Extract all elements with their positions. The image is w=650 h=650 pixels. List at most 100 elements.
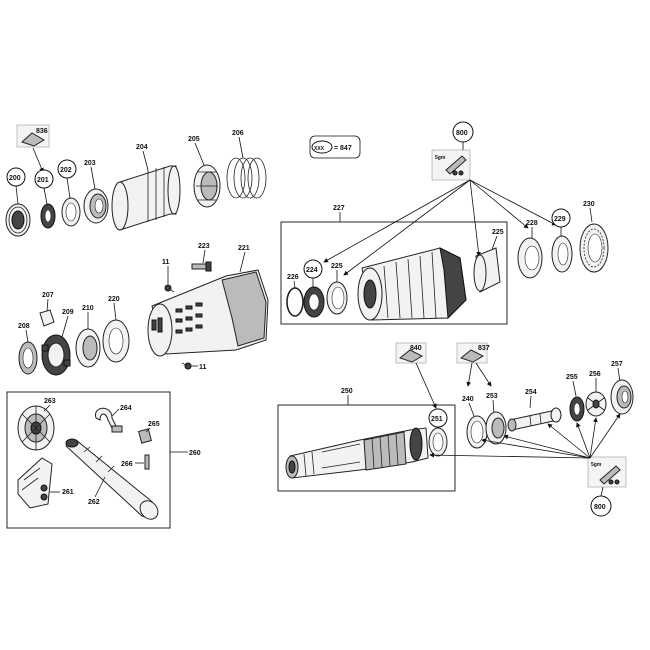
part-253-piston [485,411,507,445]
label-208: 208 [18,323,30,330]
part-228-bushing [517,237,543,279]
label-260: 260 [189,450,201,457]
part-262-handle [65,438,159,520]
label-800-top: 800 [456,130,468,137]
label-203: 203 [84,160,96,167]
callout-224: 224 [303,259,323,288]
label-253: 253 [486,393,498,400]
label-228: 228 [526,220,538,227]
label-220: 220 [108,296,120,303]
part-224-bearing [303,286,325,318]
part-266-rod [144,454,150,470]
part-263-wheel [17,405,55,451]
part-261-bracket [17,457,53,509]
label-11-top: 11 [162,259,170,266]
part-223-screw [191,261,212,272]
label-204: 204 [136,144,148,151]
label-206: 206 [232,130,244,137]
group-227-box [280,221,508,325]
label-251: 251 [431,416,443,423]
part-254-striker [507,407,562,432]
label-200: 200 [9,175,21,182]
callout-202: 202 [57,159,77,199]
label-264: 264 [120,405,132,412]
group-250-box [277,404,456,492]
label-209: 209 [62,309,74,316]
label-254: 254 [525,389,537,396]
part-255-ring [569,396,585,422]
grease-card-840: 840 [395,342,427,364]
legend-xxx-847: XXX = 847 [309,135,361,159]
label-225-right: 225 [492,229,504,236]
label-840: 840 [410,345,422,352]
label-205: 205 [188,136,200,143]
callout-201: 201 [34,169,54,205]
label-800-bottom: 800 [594,504,606,511]
part-251-ring [428,427,448,457]
part-208-ring [18,341,38,375]
callout-800-top: 800 [452,121,474,150]
callout-251: 251 [428,408,448,429]
grease-card-836: 836 [16,124,50,148]
part-204-sleeve [111,165,181,231]
label-836: 836 [36,128,48,135]
part-220-washer [102,319,130,363]
legend-placeholder: XXX [314,146,325,152]
part-256-gear [585,391,607,417]
grease-card-bottom: 5gm [587,456,627,488]
label-11-bottom: 11 [199,364,207,371]
label-225-left: 225 [331,263,343,270]
part-206-spring [226,157,267,199]
label-265: 265 [148,421,160,428]
legend-equals: = 847 [334,145,352,152]
label-202: 202 [60,167,72,174]
label-262: 262 [88,499,100,506]
label-837: 837 [478,345,490,352]
part-229-ring [551,235,573,273]
part-226-circlip [286,287,304,317]
part-210-bushing [75,328,101,368]
part-221-housing [147,269,269,357]
part-225-ring-left [326,281,348,315]
part-257-bushing [610,379,634,415]
label-224: 224 [306,267,318,274]
label-227: 227 [333,205,345,212]
group-260-box [6,391,171,529]
part-201-seal [40,203,56,229]
part-207-block [39,309,55,327]
label-240: 240 [462,396,474,403]
label-226: 226 [287,274,299,281]
part-227-gear-housing [357,247,467,321]
part-225-ring-right [473,247,501,293]
grease-amount-bottom: 5gm [591,462,602,468]
label-210: 210 [82,305,94,312]
part-230-needle-bearing [579,223,609,273]
grease-card-top: 5gm [431,149,471,181]
part-264-clamp [95,407,123,433]
part-202-ring [61,197,81,227]
part-250-spindle [285,427,429,479]
label-207: 207 [42,292,54,299]
part-209-cam [41,334,71,376]
label-229: 229 [554,216,566,223]
part-11-screw-top [164,284,175,293]
label-223: 223 [198,243,210,250]
label-250: 250 [341,388,353,395]
label-256: 256 [589,371,601,378]
label-230: 230 [583,201,595,208]
grease-card-837: 837 [456,342,490,364]
label-255: 255 [566,374,578,381]
part-203-bearing [83,188,109,224]
label-257: 257 [611,361,623,368]
callout-200: 200 [6,167,26,205]
label-266: 266 [121,461,133,468]
part-240-seal [466,415,488,449]
callout-800-bottom: 800 [590,486,612,517]
label-201: 201 [37,177,49,184]
label-221: 221 [238,245,250,252]
part-200-bearing [5,203,31,237]
part-265-pin [138,428,152,444]
callout-229: 229 [551,208,571,236]
grease-amount-top: 5gm [435,155,446,161]
